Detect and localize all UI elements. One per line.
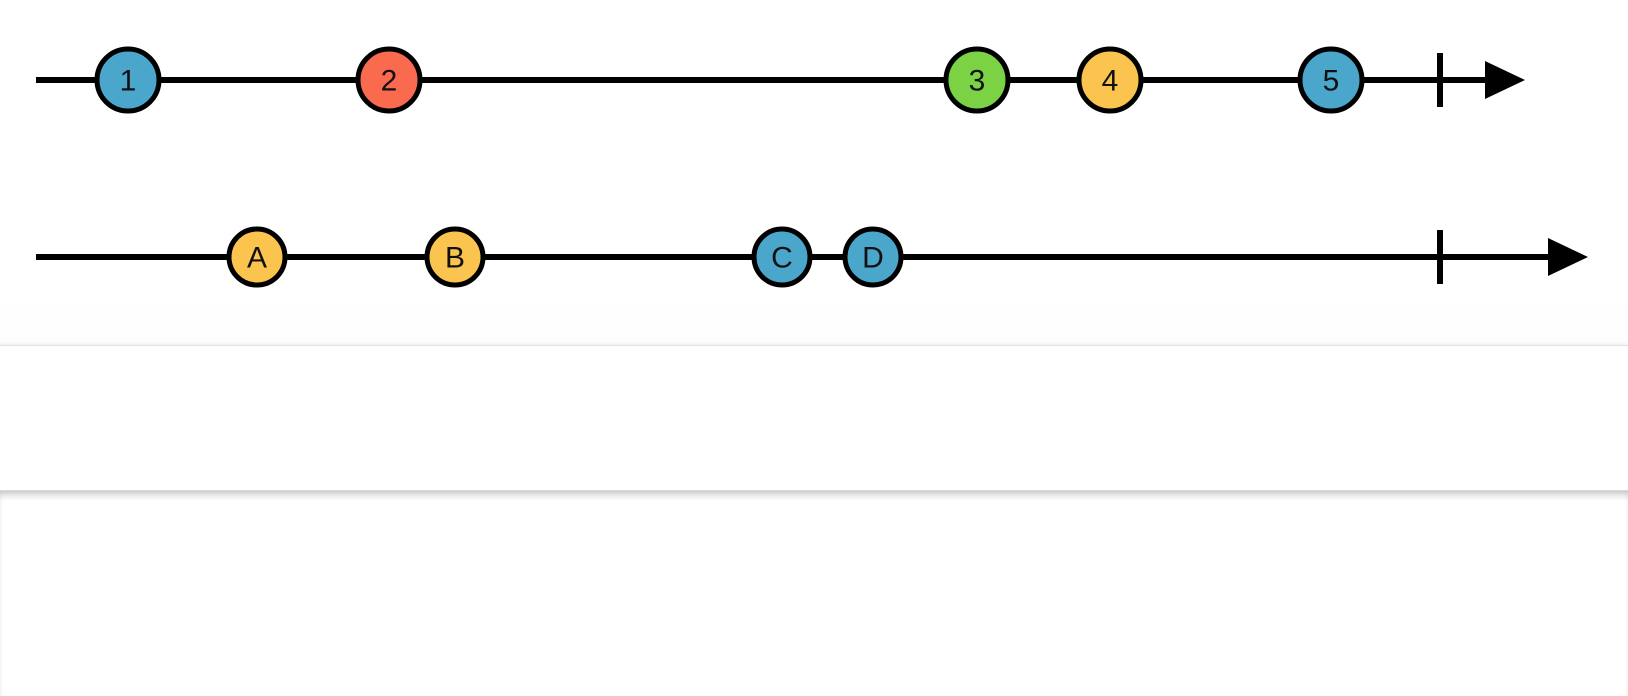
output-observable-panel: 1A2A2B2C2D3D4D5D <box>0 490 1628 696</box>
marble-circle[interactable] <box>424 226 486 288</box>
operator-panel: combineLatest <box>0 345 1628 491</box>
marble-circle[interactable] <box>1076 46 1144 114</box>
arrow-head-icon <box>1485 61 1525 99</box>
marble-circle[interactable] <box>355 46 423 114</box>
source-observables-panel: 1 2 3 4 5 A B C D <box>0 0 1628 345</box>
timeline-source-observable-2: A B C D <box>36 226 1588 288</box>
marble[interactable]: B <box>424 226 486 288</box>
marble-circle[interactable] <box>226 226 288 288</box>
marble-label: 1 <box>120 65 137 98</box>
marble[interactable]: 2 <box>355 46 423 114</box>
marble-label: D <box>862 242 884 275</box>
marble-circle[interactable] <box>1297 46 1365 114</box>
marble-label: B <box>445 242 465 275</box>
marble-label: 3 <box>969 65 986 98</box>
marble-label: A <box>247 242 267 275</box>
marble-label: C <box>771 242 793 275</box>
arrow-head-icon <box>1548 238 1588 276</box>
marble-circle[interactable] <box>842 226 904 288</box>
marble-label: 4 <box>1102 65 1119 98</box>
marble[interactable]: 5 <box>1297 46 1365 114</box>
marble-circle[interactable] <box>943 46 1011 114</box>
marble[interactable]: 3 <box>943 46 1011 114</box>
marble-label: 5 <box>1323 65 1340 98</box>
marble-circle[interactable] <box>751 226 813 288</box>
timeline-source-observable-1: 1 2 3 4 5 <box>36 46 1525 114</box>
marble[interactable]: A <box>226 226 288 288</box>
marble-circle[interactable] <box>94 46 162 114</box>
marble-label: 2 <box>381 65 398 98</box>
marble[interactable]: C <box>751 226 813 288</box>
marble[interactable]: 4 <box>1076 46 1144 114</box>
marble[interactable]: 1 <box>94 46 162 114</box>
marble[interactable]: D <box>842 226 904 288</box>
